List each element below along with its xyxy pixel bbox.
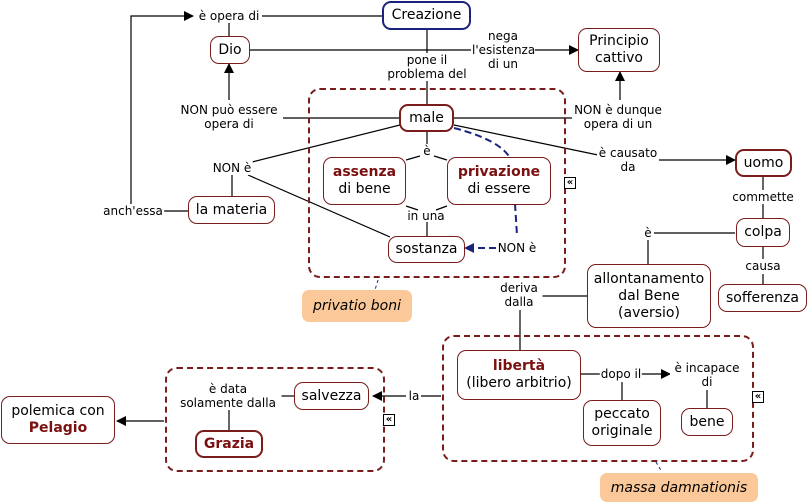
node-label: di essere — [467, 181, 531, 197]
edge-dashed — [655, 461, 663, 473]
collapse-group-grazia-icon[interactable]: « — [383, 414, 395, 426]
node-label: bene — [689, 413, 725, 430]
link-label-e-opera-di: è opera di — [197, 9, 261, 23]
edge — [435, 205, 448, 211]
node-label: peccato originale — [591, 406, 653, 439]
note-label: massa damnationis — [610, 479, 748, 496]
note-privatio-boni[interactable]: privatio boni — [302, 290, 412, 322]
node-label-strong: assenza — [332, 164, 397, 180]
edge-dashed — [514, 203, 518, 236]
node-principio-cattivo[interactable]: Principio cattivo — [578, 28, 660, 72]
link-label-data-sol: è data solamente dalla — [174, 382, 282, 410]
node-label: (libero arbitrio) — [466, 375, 572, 391]
link-label-la: la — [407, 389, 421, 403]
node-bene[interactable]: bene — [681, 408, 733, 436]
node-label: colpa — [744, 224, 782, 240]
node-liberta[interactable]: libertà (libero arbitrio) — [457, 350, 581, 400]
node-label: salvezza — [301, 387, 362, 404]
node-uomo[interactable]: uomo — [735, 149, 792, 177]
edge — [405, 205, 419, 211]
node-label: polemica con — [11, 403, 105, 419]
node-label: allontanamento dal Bene (aversio) — [593, 270, 705, 321]
link-label-e: è — [422, 144, 432, 158]
node-peccato-originale[interactable]: peccato originale — [583, 400, 661, 446]
link-label-non-puo: NON può essere opera di — [175, 103, 283, 131]
node-grazia[interactable]: Grazia — [195, 430, 263, 458]
node-label-strong: Grazia — [203, 435, 255, 452]
link-label-non-e-materia: NON è — [211, 161, 253, 175]
edge-dashed — [374, 279, 379, 291]
edge — [405, 155, 421, 161]
link-label-e-colpa: è — [643, 226, 653, 240]
node-dio[interactable]: Dio — [210, 36, 250, 64]
link-label-in-una: in una — [407, 209, 445, 223]
node-label: Principio cattivo — [589, 33, 649, 66]
edge — [130, 11, 194, 210]
node-allontanamento[interactable]: allontanamento dal Bene (aversio) — [587, 264, 711, 328]
node-label: sofferenza — [726, 289, 799, 306]
node-label: Dio — [218, 41, 242, 58]
edge — [251, 124, 401, 163]
node-polemica-pelagio[interactable]: polemica con Pelagio — [1, 396, 115, 444]
node-privazione[interactable]: privazione di essere — [447, 157, 551, 205]
link-label-pone: pone il problema del — [383, 53, 471, 81]
link-label-dopo: dopo il — [599, 367, 643, 381]
node-label: la materia — [195, 201, 268, 218]
node-label: sostanza — [395, 241, 458, 257]
note-massa-damnationis[interactable]: massa damnationis — [600, 473, 758, 502]
node-label-strong: privazione — [457, 164, 541, 180]
collapse-group-massa-icon[interactable]: « — [752, 391, 764, 403]
edge — [453, 124, 599, 156]
node-label: uomo — [743, 154, 784, 171]
link-label-non-e-sostanza: NON è — [496, 241, 538, 255]
link-label-nega: nega l'esistenza di un — [471, 29, 536, 71]
node-label: Creazione — [391, 7, 462, 23]
link-label-non-dunque: NON è dunque opera di un — [572, 103, 664, 131]
node-label-strong: libertà — [492, 358, 546, 374]
node-la-materia[interactable]: la materia — [188, 196, 275, 224]
link-label-causato: è causato da — [597, 146, 659, 174]
node-assenza[interactable]: assenza di bene — [323, 157, 406, 205]
node-label-strong: Pelagio — [28, 420, 88, 436]
link-label-deriva: deriva dalla — [495, 281, 543, 309]
node-sofferenza[interactable]: sofferenza — [718, 284, 807, 312]
node-label: di bene — [338, 181, 391, 197]
link-label-anchessa: anch'essa — [102, 204, 164, 218]
node-label: male — [409, 109, 444, 126]
link-label-commette: commette — [731, 190, 795, 204]
node-salvezza[interactable]: salvezza — [294, 382, 369, 410]
node-creazione[interactable]: Creazione — [382, 1, 471, 30]
collapse-group-male-icon[interactable]: « — [564, 177, 576, 189]
node-colpa[interactable]: colpa — [736, 218, 790, 247]
edge — [433, 155, 448, 161]
edge — [247, 174, 391, 238]
note-label: privatio boni — [312, 298, 401, 314]
edge-dashed — [453, 127, 511, 159]
link-label-causa: causa — [744, 259, 782, 273]
link-label-incapace: è incapace di — [670, 361, 744, 389]
node-male[interactable]: male — [399, 104, 454, 132]
node-sostanza[interactable]: sostanza — [388, 236, 465, 263]
